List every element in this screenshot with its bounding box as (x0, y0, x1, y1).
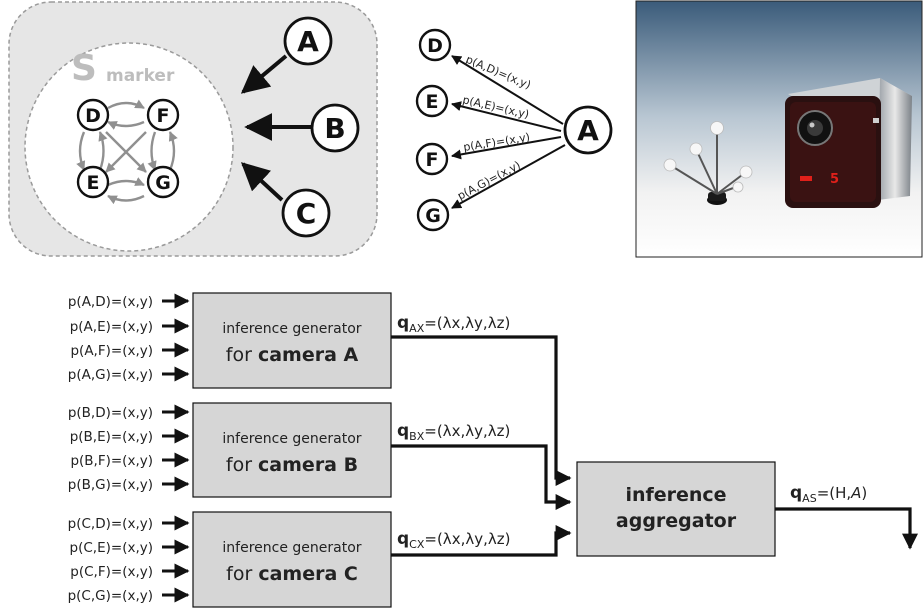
inner-node-d: D (76, 98, 110, 132)
aggregator-output-line (775, 507, 918, 550)
projection-node-e: E (415, 84, 449, 118)
generator-a-inputs: p(A,D)=(x,y) p(A,E)=(x,y) p(A,F)=(x,y) p… (68, 294, 153, 383)
camera-display-digit: 5 (830, 172, 839, 187)
input-label: p(C,D)=(x,y) (68, 516, 153, 532)
aggregator-line2: aggregator (616, 510, 737, 532)
input-arrows (162, 293, 190, 603)
generator-c-subtitle: for camera C (226, 563, 358, 585)
generator-a-box: inference generator for camera A (192, 292, 392, 389)
marker-tree-icon (663, 121, 753, 205)
edge-label-a-g: p(A,G)=(x,y) (455, 159, 522, 203)
inner-connections (76, 99, 178, 205)
projection-camera-a-label: A (577, 114, 599, 147)
generator-c-output-label: qCX=(λx,λy,λz) (397, 529, 510, 551)
input-label: p(B,D)=(x,y) (68, 405, 153, 421)
camera-node-b-label: B (324, 112, 345, 145)
inference-aggregator-box: inference aggregator (576, 461, 776, 557)
inner-node-f: F (146, 98, 180, 132)
projection-node-e-label: E (426, 91, 439, 113)
generator-b-output-label: qBX=(λx,λy,λz) (397, 421, 510, 443)
inner-node-e-label: E (87, 172, 100, 194)
edge-a-f (451, 136, 562, 160)
generator-b-subtitle: for camera B (226, 454, 358, 476)
projection-panel: p(A,D)=(x,y) p(A,E)=(x,y) p(A,F)=(x,y) p… (415, 28, 613, 232)
generator-b-inputs: p(B,D)=(x,y) p(B,E)=(x,y) p(B,F)=(x,y) p… (68, 405, 153, 493)
edge-label-a-f: p(A,F)=(x,y) (462, 131, 530, 154)
projection-node-g-label: G (425, 205, 441, 227)
projection-node-f: F (415, 142, 449, 176)
pipeline: p(A,D)=(x,y) p(A,E)=(x,y) p(A,F)=(x,y) p… (68, 292, 918, 608)
generator-a-output-line (391, 335, 572, 486)
edge-a-g (451, 144, 566, 209)
edge-a-e (451, 101, 562, 132)
generator-a-title: inference generator (222, 321, 361, 337)
inner-node-e: E (76, 165, 110, 199)
generator-c-output-line (391, 525, 572, 557)
camera-node-a-label: A (297, 25, 319, 58)
inner-node-g: G (146, 165, 180, 199)
camera-a-arrow (240, 54, 288, 94)
projection-node-d-label: D (427, 35, 443, 57)
generator-c-title: inference generator (222, 540, 361, 556)
generator-a-output-label: qAX=(λx,λy,λz) (397, 313, 510, 335)
input-label: p(C,F)=(x,y) (70, 564, 153, 580)
camera-c-arrow (240, 162, 284, 202)
generator-b-output-line (391, 444, 572, 510)
projection-camera-a: A (563, 105, 613, 155)
input-label: p(A,G)=(x,y) (68, 367, 153, 383)
input-label: p(C,E)=(x,y) (70, 540, 153, 556)
camera-photo: 5 (635, 0, 923, 258)
generator-a-subtitle: for camera A (226, 344, 359, 366)
inner-node-g-label: G (155, 172, 171, 194)
aggregator-output-label: qAS=(H,A) (790, 483, 867, 505)
input-label: p(C,G)=(x,y) (68, 588, 153, 604)
camera-node-b: B (310, 103, 360, 153)
set-symbol-s: S (71, 48, 97, 89)
projection-node-d: D (418, 28, 452, 62)
generator-c-inputs: p(C,D)=(x,y) p(C,E)=(x,y) p(C,F)=(x,y) p… (68, 516, 153, 604)
camera-node-c-label: C (296, 197, 317, 230)
inner-node-d-label: D (85, 105, 101, 127)
marker-set-circle (24, 42, 234, 252)
projection-node-g: G (416, 198, 450, 232)
aggregator-line1: inference (625, 484, 726, 506)
generator-b-box: inference generator for camera B (192, 402, 392, 498)
projection-node-f-label: F (426, 149, 439, 171)
marker-cluster-panel: S marker D F E G (8, 1, 378, 257)
camera-node-a: A (283, 16, 333, 66)
input-label: p(A,D)=(x,y) (68, 294, 153, 310)
tracking-camera-icon: 5 (785, 78, 912, 208)
inner-node-f-label: F (157, 105, 170, 127)
input-label: p(B,E)=(x,y) (70, 429, 153, 445)
generator-c-box: inference generator for camera C (192, 511, 392, 608)
camera-node-c: C (281, 188, 331, 238)
edge-label-a-d: p(A,D)=(x,y) (464, 53, 533, 92)
input-label: p(A,E)=(x,y) (70, 319, 153, 335)
set-symbol-subscript: marker (106, 66, 175, 86)
input-label: p(A,F)=(x,y) (70, 343, 153, 359)
input-label: p(B,F)=(x,y) (70, 453, 153, 469)
input-label: p(B,G)=(x,y) (68, 477, 153, 493)
generator-b-title: inference generator (222, 431, 361, 447)
edge-a-d (451, 55, 564, 125)
